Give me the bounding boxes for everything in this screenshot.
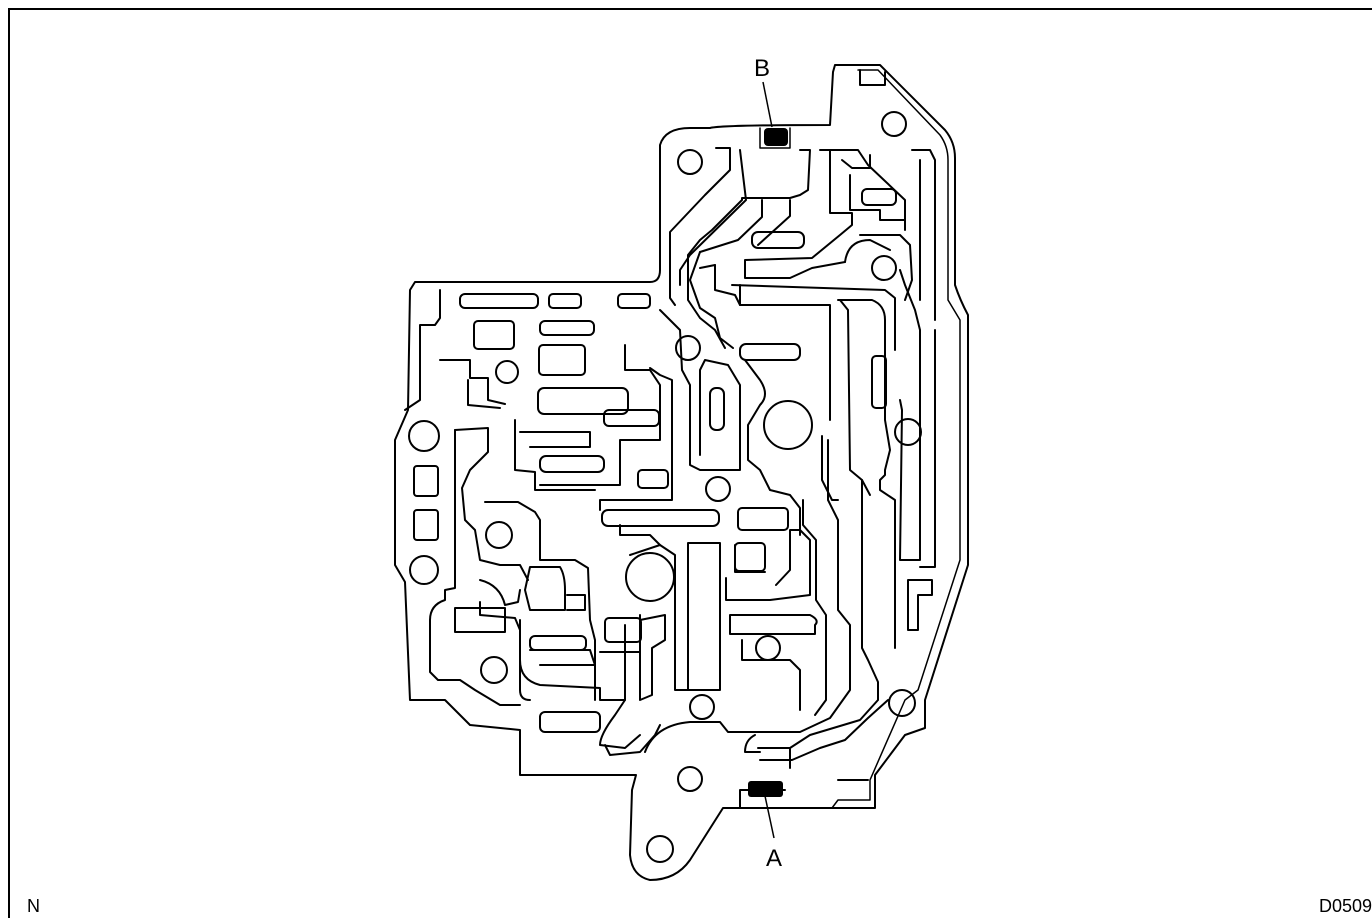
leader-line-a xyxy=(764,795,775,839)
oil-channels xyxy=(404,147,936,809)
check-ball-a xyxy=(748,781,783,797)
plate-outline xyxy=(394,64,969,881)
check-ball-b-seat xyxy=(759,127,791,149)
callout-label-a: A xyxy=(766,845,782,872)
check-ball-b xyxy=(764,128,788,146)
corner-code-right: D05090 xyxy=(1319,896,1372,916)
plate-inner-contour xyxy=(831,69,961,809)
bolt-holes xyxy=(408,111,922,863)
figure-border xyxy=(8,8,1372,918)
callout-label-b: B xyxy=(754,55,770,82)
oil-slots xyxy=(413,188,897,733)
leader-line-b xyxy=(762,81,773,128)
corner-code-left: N xyxy=(27,896,40,916)
top-notch xyxy=(859,69,886,86)
